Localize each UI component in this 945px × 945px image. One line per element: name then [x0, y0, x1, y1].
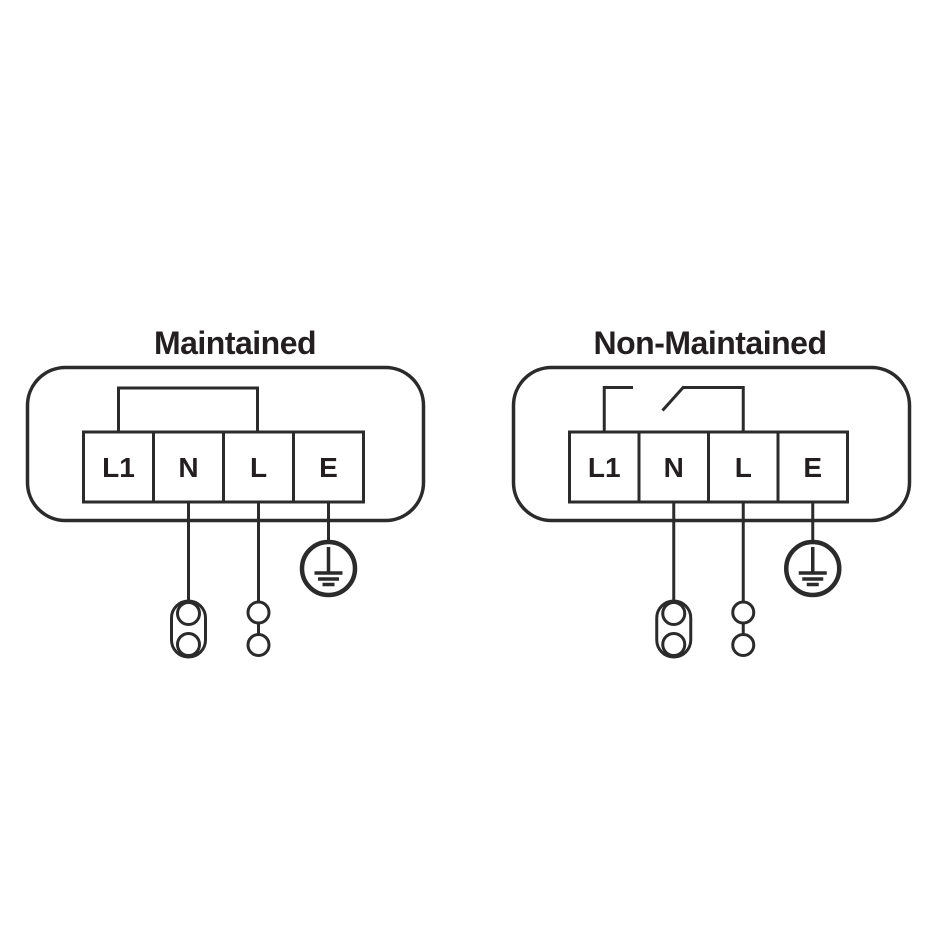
double-circle-loop-connector-icon [655, 599, 693, 659]
switch-left-contact [602, 386, 633, 432]
terminal-label-e: E [803, 452, 822, 483]
terminal-box-l1 [568, 430, 641, 504]
terminal-label-l: L [735, 452, 752, 483]
maintained-title: Maintained [154, 325, 316, 361]
double-circle-loop-connector-icon [170, 599, 207, 659]
luminaire-enclosure [25, 365, 426, 523]
terminal-label-n: N [178, 452, 198, 483]
terminal-label-l1: L1 [588, 452, 621, 483]
terminal-label-l: L [250, 452, 267, 483]
terminal-block: L1 N L E [82, 430, 365, 504]
switch-right-contact [683, 386, 745, 432]
maintained-diagram: Maintained L1 N L E [25, 325, 426, 659]
switch-link-wire [602, 385, 745, 432]
terminal-box-e [292, 430, 365, 504]
terminal-box-l1 [82, 430, 155, 504]
terminal-label-e: E [319, 452, 338, 483]
earth-ground-icon [784, 539, 842, 598]
terminal-block: L1 N L E [568, 430, 849, 504]
two-circle-link-connector-icon [731, 600, 756, 657]
terminal-label-l1: L1 [102, 452, 135, 483]
terminal-label-n: N [664, 452, 684, 483]
open-switch-contact-icon [661, 385, 686, 412]
terminal-box-e [776, 430, 849, 504]
two-circle-link-connector-icon [246, 600, 271, 657]
loop-link-wire [117, 386, 259, 432]
non-maintained-title: Non-Maintained [594, 325, 827, 361]
earth-ground-icon [299, 539, 358, 598]
luminaire-enclosure [511, 365, 912, 523]
non-maintained-diagram: Non-Maintained L1 N L E [511, 325, 912, 659]
terminal-box-n [637, 430, 710, 504]
